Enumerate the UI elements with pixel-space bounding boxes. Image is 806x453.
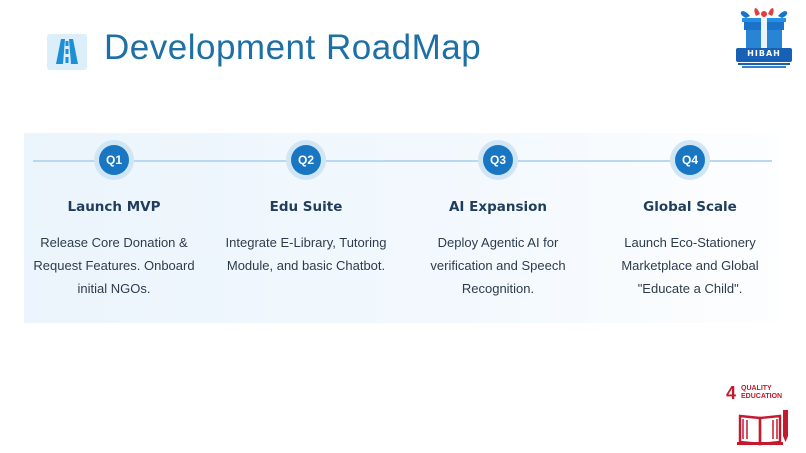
sdg-label-line2: EDUCATION (741, 393, 783, 400)
milestone-node: Q2 (286, 140, 326, 180)
road-icon (47, 34, 87, 70)
milestone-q3: Q3 AI Expansion Deploy Agentic AI for ve… (403, 140, 593, 300)
milestone-title: Edu Suite (269, 199, 343, 215)
quarter-badge: Q2 (291, 145, 321, 175)
milestone-title: Launch MVP (67, 199, 161, 215)
page-title: Development RoadMap (104, 28, 482, 67)
quarter-badge: Q4 (675, 145, 705, 175)
sdg-label-line1: QUALITY (741, 385, 772, 392)
milestone-description: Release Core Donation & Request Features… (33, 235, 195, 296)
milestone-node: Q4 (670, 140, 710, 180)
timeline-line (33, 160, 772, 162)
quarter-badge: Q3 (483, 145, 513, 175)
milestone-title: AI Expansion (448, 199, 548, 215)
milestone-description: Launch Eco-Stationery Marketplace and Gl… (621, 235, 759, 296)
roadmap-band (24, 133, 779, 323)
milestone-description: Deploy Agentic AI for verification and S… (430, 235, 566, 296)
milestone-title: Global Scale (643, 199, 737, 215)
milestone-node: Q3 (478, 140, 518, 180)
brand-name: HIBAH (747, 49, 781, 58)
sdg-label: QUALITY EDUCATION (741, 385, 797, 401)
milestone-description: Integrate E-Library, Tutoring Module, an… (225, 235, 387, 273)
milestone-q2: Q2 Edu Suite Integrate E-Library, Tutori… (211, 140, 401, 277)
milestone-q4: Q4 Global Scale Launch Eco-Stationery Ma… (595, 140, 785, 300)
quarter-badge: Q1 (99, 145, 129, 175)
milestone-q1: Q1 Launch MVP Release Core Donation & Re… (19, 140, 209, 300)
book-pencil-icon (726, 382, 796, 448)
sdg-number: 4 (726, 383, 737, 403)
milestone-node: Q1 (94, 140, 134, 180)
gift-box-logo-icon (732, 2, 796, 72)
